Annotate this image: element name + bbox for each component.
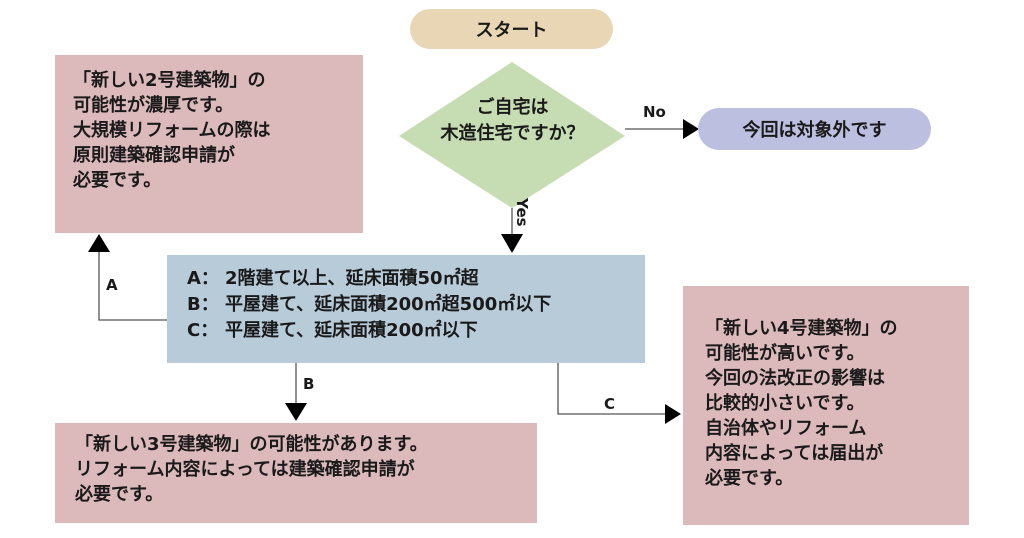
condition-key: C： (187, 320, 219, 341)
result-a-line: 「新しい2号建築物」の (73, 70, 266, 91)
condition-key: B： (187, 294, 219, 315)
result-c-line: 必要です。 (705, 468, 794, 489)
out-of-scope-node: 今回は対象外です (698, 108, 931, 150)
result-a-line: 可能性が濃厚です。 (73, 95, 234, 116)
no-branch-label: No (643, 103, 666, 121)
condition-key: A： (187, 268, 219, 289)
b-arrowhead (285, 403, 307, 421)
b-branch-label: B (303, 375, 315, 393)
yes-arrowhead (501, 234, 523, 253)
result-b-line: 「新しい3号建築物」の可能性があります。 (75, 434, 428, 455)
result-a-line: 原則建築確認申請が (73, 145, 235, 166)
result-c-line: 「新しい4号建築物」の (705, 318, 898, 339)
c-arrowhead (665, 404, 681, 424)
a-branch-label: A (106, 276, 118, 294)
condition-text: 平屋建て、延床面積200㎡以下 (225, 320, 478, 341)
result-a-box: 「新しい2号建築物」の 可能性が濃厚です。 大規模リフォームの際は 原則建築確認… (55, 55, 363, 233)
result-c-line: 可能性が高いです。 (705, 343, 865, 364)
decision-diamond (399, 62, 625, 208)
result-c-line: 内容によっては届出が (705, 443, 884, 464)
conditions-box: A： 2階建て以上、延床面積50㎡超 B： 平屋建て、延床面積200㎡超500㎡… (167, 255, 645, 363)
decision-line-1: ご自宅は (476, 97, 549, 118)
decision-question: ご自宅は 木造住宅ですか？ (405, 95, 620, 147)
start-node: スタート (410, 9, 613, 49)
no-arrowhead (683, 119, 699, 139)
condition-text: 平屋建て、延床面積200㎡超500㎡以下 (225, 294, 552, 315)
decision-line-2: 木造住宅ですか？ (440, 123, 585, 144)
a-arrowhead (88, 234, 110, 252)
out-of-scope-label: 今回は対象外です (742, 120, 887, 141)
condition-text: 2階建て以上、延床面積50㎡超 (225, 268, 479, 289)
condition-row-a: A： 2階建て以上、延床面積50㎡超 (187, 266, 645, 292)
result-c-line: 今回の法改正の影響は (705, 368, 885, 389)
c-branch-label: C (604, 395, 616, 413)
a-connector (98, 252, 167, 321)
result-b-line: リフォーム内容によっては建築確認申請が (75, 459, 415, 480)
result-c-line: 自治体やリフォーム (705, 418, 867, 439)
condition-row-b: B： 平屋建て、延床面積200㎡超500㎡以下 (187, 292, 645, 318)
result-b-box: 「新しい3号建築物」の可能性があります。 リフォーム内容によっては建築確認申請が… (55, 423, 537, 523)
condition-row-c: C： 平屋建て、延床面積200㎡以下 (187, 318, 645, 344)
result-a-line: 必要です。 (73, 170, 162, 191)
result-c-box: 「新しい4号建築物」の 可能性が高いです。 今回の法改正の影響は 比較的小さいで… (683, 286, 969, 525)
start-label: スタート (475, 20, 548, 41)
result-b-line: 必要です。 (75, 484, 164, 505)
yes-branch-label: Yes (513, 198, 531, 227)
c-connector (557, 363, 665, 415)
result-a-line: 大規模リフォームの際は (73, 120, 271, 141)
result-c-line: 比較的小さいです。 (705, 393, 865, 414)
